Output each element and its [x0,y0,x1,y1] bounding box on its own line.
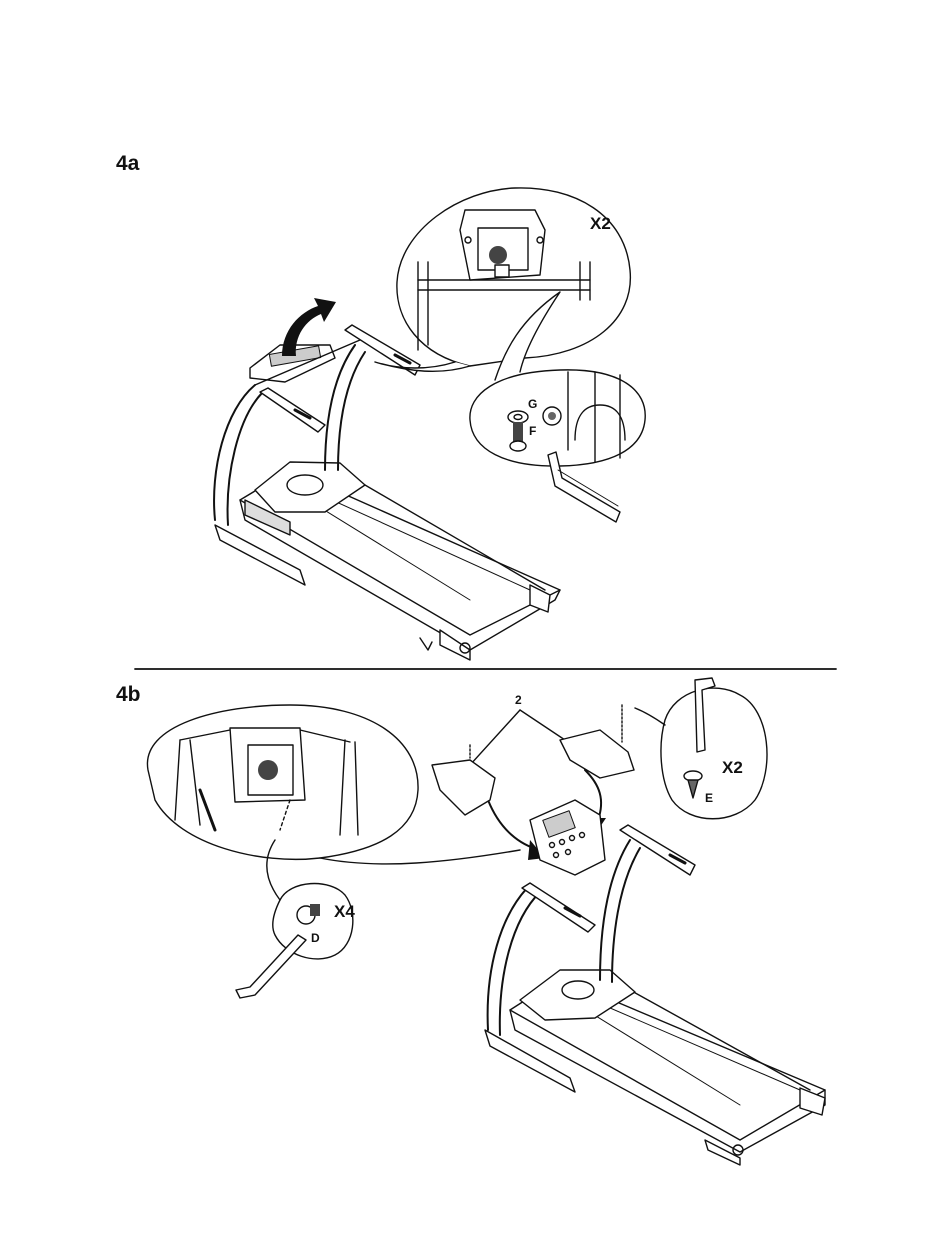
quantity-label-4b-lower: X4 [334,902,355,922]
quantity-label-4b-upper: X2 [722,758,743,778]
step-label-4a: 4a [116,152,139,176]
step-label-4b: 4b [116,683,141,707]
part-letter-g: G [528,397,537,411]
hex-key-icon [236,935,306,998]
part-letter-d: D [311,931,320,945]
part-letter-e: E [705,791,713,805]
side-cover-right [560,705,634,778]
part-letter-f: F [529,424,536,438]
side-cover-left [432,745,495,815]
part-count-label: 2 [515,693,522,707]
washer-icon [508,411,528,423]
detail-view-4b-screw [635,678,767,819]
quantity-label-4a: X2 [590,214,611,234]
